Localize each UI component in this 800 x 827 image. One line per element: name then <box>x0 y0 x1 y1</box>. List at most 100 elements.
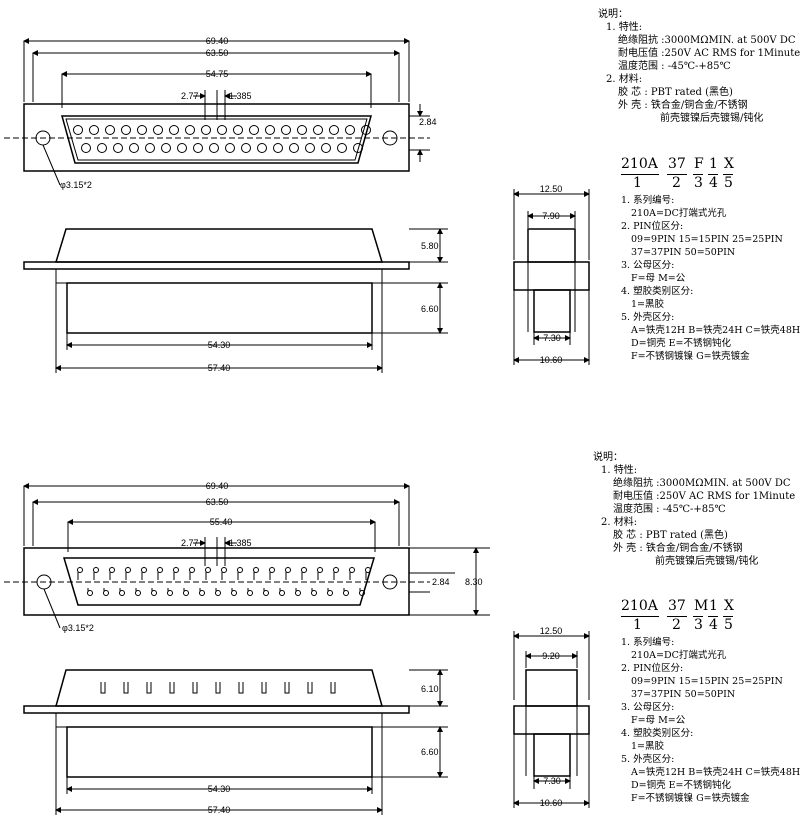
part-number-2: 210A 37 M 1 X 1 2 3 4 5 <box>621 598 751 634</box>
spec-notes-2: 说明： 1. 特性: 绝缘阻抗 :3000MΩMIN. at 500V DC 耐… <box>593 451 795 568</box>
pn-index-5: 5 <box>724 175 733 191</box>
notes-plating: 前壳镀镍后壳镀锡/钝化 <box>660 113 764 124</box>
pin-row-bottom-2 <box>87 588 365 596</box>
pn-index-3: 3 <box>694 617 703 633</box>
side-view-1 <box>23 228 448 373</box>
pn-plastic: 1 <box>709 598 718 614</box>
legend-series-value: 210A=DC打端式光孔 <box>631 208 727 219</box>
notes-title: 说明： <box>598 9 628 20</box>
dim-side-height-1: 6.60 <box>421 304 439 314</box>
dim-end-bot-1: 10.60 <box>540 355 563 365</box>
dim-pitch-1: 2.77 <box>181 91 199 101</box>
side-slots-2 <box>100 682 336 694</box>
legend-pins-b: 37=37PIN 50=50PIN <box>631 247 736 258</box>
dim-end-mid-1: 7.90 <box>542 211 560 221</box>
pn-pins: 37 <box>668 598 686 614</box>
dim-end-bot-inner-1: 7.30 <box>543 333 561 343</box>
side-view-2 <box>23 669 448 815</box>
dim-side-inner-2: 54.30 <box>208 784 231 794</box>
dim-offset-1: 1.385 <box>229 91 252 101</box>
legend-series-value: 210A=DC打端式光孔 <box>631 650 727 661</box>
dim-end-top-2: 12.50 <box>540 626 563 636</box>
end-view-1 <box>513 189 590 365</box>
dim-shell-1: 54.75 <box>206 69 229 79</box>
notes-section-material: 2. 材料: <box>606 74 643 85</box>
pn-index-2: 2 <box>672 175 681 191</box>
notes-insulation: 绝缘阻抗 :3000MΩMIN. at 500V DC <box>618 35 796 46</box>
legend-shell-c: F=不锈钢镀镍 G=铁壳镀金 <box>631 793 750 804</box>
part-legend-2: 1. 系列编号: 210A=DC打端式光孔 2. PIN位区分: 09=9PIN… <box>621 636 800 805</box>
notes-section-material: 2. 材料: <box>601 517 638 528</box>
pin-row-top-1 <box>73 125 371 135</box>
legend-shell-c: F=不锈钢镀镍 G=铁壳镀金 <box>631 351 750 362</box>
pn-index-3: 3 <box>694 175 703 191</box>
legend-plastic: 4. 塑胶类别区分: <box>621 286 694 297</box>
notes-voltage: 耐电压值 :250V AC RMS for 1Minute <box>618 48 800 59</box>
pn-gender: F <box>694 156 704 172</box>
notes-voltage: 耐电压值 :250V AC RMS for 1Minute <box>613 491 796 502</box>
dim-end-bot-2: 10.60 <box>540 798 563 808</box>
part-number-1: 210A 37 F 1 X 1 2 3 4 5 <box>621 156 751 192</box>
pin-row-bottom-1 <box>81 143 363 153</box>
dim-overall-1: 69.40 <box>206 36 229 46</box>
pn-prefix: 210A <box>621 598 658 614</box>
dim-side-outer-2: 57.40 <box>208 805 231 815</box>
dim-side-depth-2: 6.10 <box>421 684 439 694</box>
dim-end-bot-inner-2: 7.30 <box>543 776 561 786</box>
legend-pins: 2. PIN位区分: <box>621 663 684 674</box>
dim-offset-2: 1.385 <box>229 538 252 548</box>
notes-shell: 外 壳 : 铁合金/铜合金/不锈钢 <box>613 543 743 554</box>
dim-pitch-2: 2.77 <box>181 538 199 548</box>
panel-1-drawings <box>4 38 590 373</box>
legend-shell: 5. 外壳区分: <box>621 312 675 323</box>
pn-index-1: 1 <box>633 617 642 633</box>
dim-height-2: 2.84 <box>432 577 450 587</box>
dim-end-top-1: 12.50 <box>540 184 563 194</box>
legend-shell-a: A=铁壳12H B=铁壳24H C=铁壳48H <box>631 767 800 778</box>
dim-end-mid-2: 9.20 <box>542 651 560 661</box>
legend-plastic: 4. 塑胶类别区分: <box>621 728 694 739</box>
pn-shell: X <box>724 598 734 614</box>
pn-prefix: 210A <box>621 156 658 172</box>
legend-gender: 3. 公母区分: <box>621 702 675 713</box>
pn-pins: 37 <box>668 156 686 172</box>
dim-side-height-2: 6.60 <box>421 747 439 757</box>
panel-2-drawings <box>4 483 590 815</box>
notes-shell: 外 壳 : 铁合金/铜合金/不锈钢 <box>618 100 748 111</box>
notes-title: 说明： <box>593 452 623 463</box>
dim-side-depth-1: 5.80 <box>421 241 439 251</box>
panel-2-dim-labels: 69.40 63.50 55.40 2.77 1.385 2.84 8.30 φ… <box>62 481 562 815</box>
notes-section-features: 1. 特性: <box>601 465 638 476</box>
spec-notes-1: 说明： 1. 特性: 绝缘阻抗 :3000MΩMIN. at 500V DC 耐… <box>598 8 800 125</box>
legend-plastic-value: 1=黑胶 <box>631 299 665 310</box>
dim-hole-1: φ3.15*2 <box>60 180 92 190</box>
legend-pins-a: 09=9PIN 15=15PIN 25=25PIN <box>631 234 783 245</box>
notes-temperature: 温度范围 : -45℃-+85℃ <box>613 504 726 515</box>
legend-shell-b: D=铜壳 E=不锈钢钝化 <box>631 338 731 349</box>
legend-gender-value: F=母 M=公 <box>631 273 686 284</box>
panel-1-dim-labels: 69.40 63.50 54.75 2.77 1.385 2.84 φ3.15*… <box>60 36 562 373</box>
front-view-2 <box>4 483 490 629</box>
pn-index-4: 4 <box>709 617 718 633</box>
dim-height-1: 2.84 <box>419 117 437 127</box>
legend-series: 1. 系列编号: <box>621 195 675 206</box>
pin-row-top-2 <box>77 567 371 580</box>
legend-shell-b: D=铜壳 E=不锈钢钝化 <box>631 780 731 791</box>
notes-insulator: 胶 芯 : PBT rated (黑色) <box>618 87 733 98</box>
dim-side-outer-1: 57.40 <box>208 363 231 373</box>
pn-index-1: 1 <box>633 175 642 191</box>
pn-index-4: 4 <box>709 175 718 191</box>
pn-index-2: 2 <box>672 617 681 633</box>
dim-mount-2: 63.50 <box>206 497 229 507</box>
notes-section-features: 1. 特性: <box>606 22 643 33</box>
dim-overall-2: 69.40 <box>206 481 229 491</box>
legend-gender-value: F=母 M=公 <box>631 715 686 726</box>
legend-shell: 5. 外壳区分: <box>621 754 675 765</box>
notes-plating: 前壳镀镍后壳镀锡/钝化 <box>655 556 759 567</box>
legend-pins: 2. PIN位区分: <box>621 221 684 232</box>
legend-plastic-value: 1=黑胶 <box>631 741 665 752</box>
dim-shell-2: 55.40 <box>210 517 233 527</box>
legend-gender: 3. 公母区分: <box>621 260 675 271</box>
dim-face-height-2: 8.30 <box>465 577 483 587</box>
